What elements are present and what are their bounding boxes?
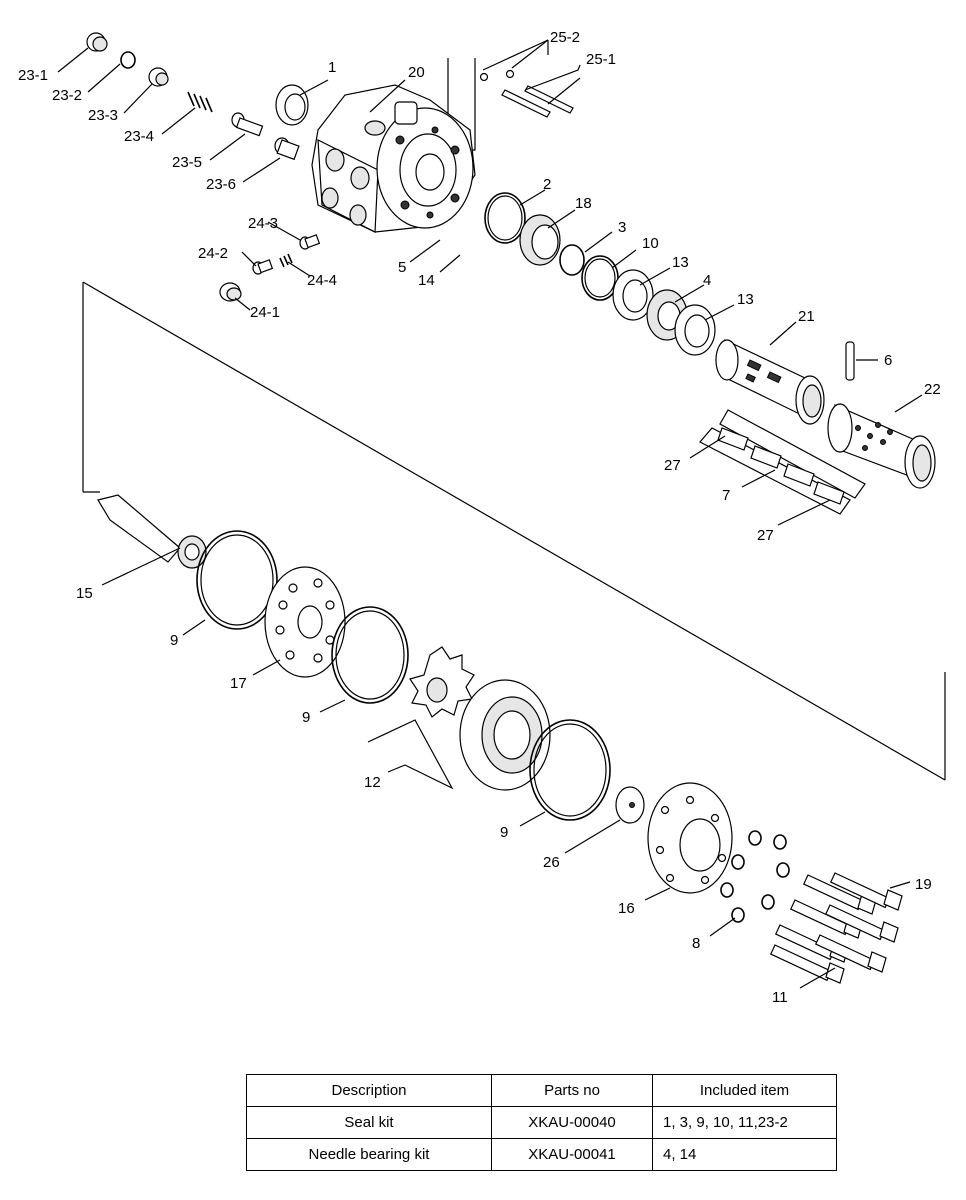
- callout-20: 20: [408, 64, 425, 81]
- sleeve-part-22: [827, 403, 936, 489]
- washer-part-13-a: [612, 269, 654, 321]
- seat-part-23-6: [274, 137, 300, 161]
- plate-part-18: [264, 566, 346, 678]
- cell-parts-no: XKAU-00041: [491, 1138, 653, 1171]
- kit-parts-table: Description Parts no Included item Seal …: [246, 1074, 837, 1171]
- cell-description: Seal kit: [246, 1106, 492, 1139]
- callout-10: 10: [642, 235, 659, 252]
- plug-part-23-1: [86, 32, 108, 52]
- callout-5: 5: [398, 259, 406, 276]
- callout-24-2: 24-2: [198, 245, 228, 262]
- callout-7: 7: [722, 487, 730, 504]
- table-header-row: Description Parts no Included item: [246, 1074, 837, 1107]
- callout-17: 18: [575, 195, 592, 212]
- column-header-parts-no: Parts no: [491, 1074, 653, 1107]
- callout-9-b: 9: [302, 709, 310, 726]
- spool-part-21: [715, 338, 825, 425]
- o-ring-part-9-b: [331, 606, 409, 704]
- cell-included-item: 4, 14: [652, 1138, 837, 1171]
- callout-23-5: 23-5: [172, 154, 202, 171]
- callout-3: 3: [618, 219, 626, 236]
- spring-part-24-4: [279, 253, 293, 268]
- gear-star-part-12: [409, 646, 475, 718]
- callout-23-4: 23-4: [124, 128, 154, 145]
- callout-6: 6: [884, 352, 892, 369]
- cell-description: Needle bearing kit: [246, 1138, 492, 1171]
- cell-included-item: 1, 3, 9, 10, 11,23-2: [652, 1106, 837, 1139]
- column-header-included-item: Included item: [652, 1074, 837, 1107]
- callout-18: 17: [230, 675, 247, 692]
- callout-27-b: 27: [757, 527, 774, 544]
- callout-23-3: 23-3: [88, 107, 118, 124]
- cell-parts-no: XKAU-00040: [491, 1106, 653, 1139]
- o-ring-part-9-a: [196, 530, 278, 630]
- callout-23-1: 23-1: [18, 67, 48, 84]
- callout-14: 14: [418, 272, 435, 289]
- plug-part-23-3: [148, 67, 169, 87]
- callout-1: 1: [328, 59, 336, 76]
- callout-24-1: 24-1: [250, 304, 280, 321]
- check-part-24-2: [252, 259, 274, 275]
- callout-8: 8: [692, 935, 700, 952]
- bolt-set-part-11-19: [769, 872, 903, 984]
- o-ring-part-2: [484, 192, 526, 244]
- callout-25-1: 25-1: [586, 51, 616, 68]
- callout-21: 21: [798, 308, 815, 325]
- drive-shaft-part-15: [97, 494, 207, 569]
- poppet-part-23-5: [231, 112, 264, 137]
- callout-24-3: 24-3: [248, 215, 278, 232]
- callout-11: 11: [772, 989, 788, 1006]
- callout-9-a: 9: [170, 632, 178, 649]
- callout-26: 26: [543, 854, 560, 871]
- column-header-description: Description: [246, 1074, 492, 1107]
- callout-12: 12: [364, 774, 381, 791]
- callout-27-a: 27: [664, 457, 681, 474]
- exploded-parts-diagram: 23-1 23-2 23-3 23-4 23-5 23-6 1 20 25-2 …: [18, 29, 946, 1006]
- plug-part-24-1: [219, 282, 242, 302]
- callout-23-6: 23-6: [206, 176, 236, 193]
- spring-set-part-7-27: [699, 409, 866, 515]
- ball-part-25-2: [479, 69, 515, 82]
- callout-22: 22: [924, 381, 941, 398]
- pin-part-25-1: [501, 85, 574, 118]
- housing-part-20: [311, 84, 476, 233]
- plate-part-26: [615, 786, 645, 824]
- bushing-part-17: [519, 214, 561, 266]
- callout-2: 2: [543, 176, 551, 193]
- callout-labels: 23-1 23-2 23-3 23-4 23-5 23-6 1 20 25-2 …: [18, 29, 941, 1006]
- o-ring-part-9-c: [529, 719, 611, 821]
- callout-19: 19: [915, 876, 932, 893]
- callout-23-2: 23-2: [52, 87, 82, 104]
- callout-9-c: 9: [500, 824, 508, 841]
- callout-4: 4: [703, 272, 711, 289]
- leader-lines: [57, 39, 923, 989]
- callout-13-b: 13: [737, 291, 754, 308]
- callout-13-a: 13: [672, 254, 689, 271]
- gear-ring-part-12: [459, 679, 551, 791]
- o-ring-part-23-2: [120, 51, 136, 69]
- check-part-24-3: [299, 234, 321, 250]
- callout-24-4: 24-4: [307, 272, 337, 289]
- washer-part-13-b: [674, 304, 716, 356]
- seal-part-1: [275, 84, 309, 126]
- callout-15: 15: [76, 585, 93, 602]
- callout-16: 16: [618, 900, 635, 917]
- washer-set-part-8: [720, 830, 790, 923]
- table-row: Seal kit XKAU-00040 1, 3, 9, 10, 11,23-2: [246, 1106, 837, 1139]
- callout-25-2: 25-2: [550, 29, 580, 46]
- table-row: Needle bearing kit XKAU-00041 4, 14: [246, 1138, 837, 1171]
- seal-part-3: [559, 244, 585, 276]
- end-cap-part-16: [647, 782, 733, 894]
- pin-part-6: [845, 341, 855, 381]
- spring-part-23-4: [187, 91, 213, 113]
